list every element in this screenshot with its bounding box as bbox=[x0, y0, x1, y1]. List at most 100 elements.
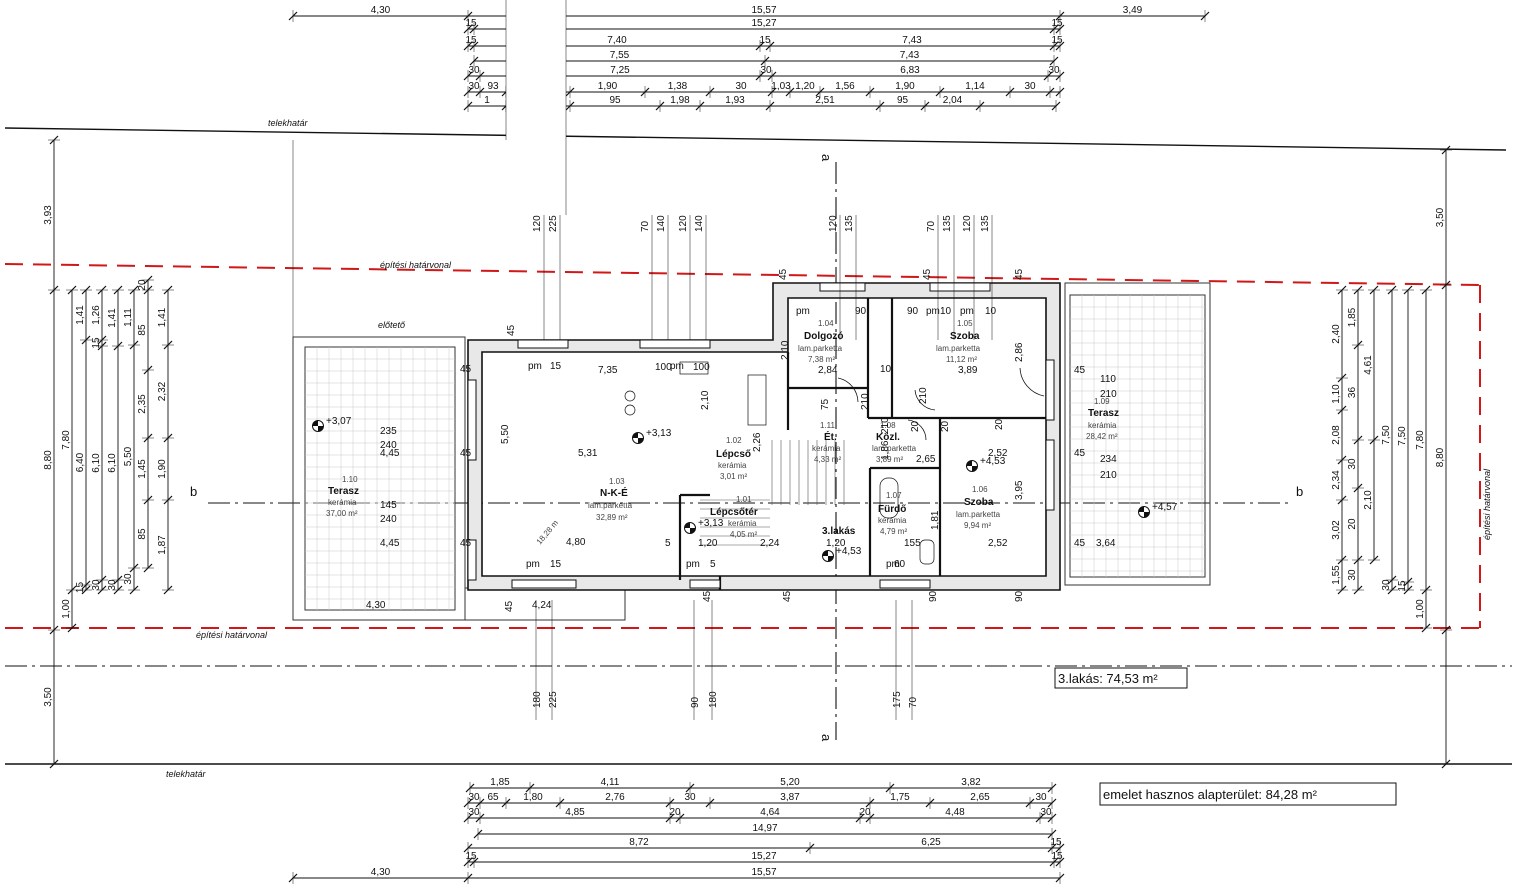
svg-text:28,42 m²: 28,42 m² bbox=[1086, 432, 1118, 441]
dim-label: 45 bbox=[702, 590, 713, 602]
dim-label: 5,50 bbox=[123, 446, 134, 466]
dim-label: 1,41 bbox=[157, 307, 168, 327]
dim-label: 45 bbox=[778, 268, 789, 280]
apartment-marker: 3.lakás bbox=[822, 526, 856, 537]
dim-label: 1,41 bbox=[75, 305, 86, 325]
dim-label: 110 bbox=[1100, 374, 1116, 385]
pm-label: pm bbox=[670, 361, 684, 372]
dim-label: 95 bbox=[897, 95, 909, 106]
dim-label: 4,30 bbox=[366, 600, 386, 611]
dim-label: 30 bbox=[468, 792, 480, 803]
dim-label: 30 bbox=[1048, 65, 1060, 76]
dim-label: 6,25 bbox=[921, 837, 941, 848]
svg-text:kerámia: kerámia bbox=[328, 498, 357, 507]
pm-label: pm bbox=[796, 306, 810, 317]
dim-label: 45 bbox=[504, 600, 515, 612]
svg-text:7,38 m²: 7,38 m² bbox=[808, 355, 835, 364]
dim-label: 3,02 bbox=[1331, 520, 1342, 540]
dim-label: 20 bbox=[940, 420, 951, 432]
dim-label: 5,20 bbox=[780, 777, 800, 788]
dim-label: 1,81 bbox=[930, 510, 941, 530]
dim-label: 3,64 bbox=[1096, 538, 1116, 549]
svg-text:Fürdő: Fürdő bbox=[878, 504, 906, 515]
dim-label: 7,50 bbox=[1397, 426, 1408, 446]
svg-text:4,33 m²: 4,33 m² bbox=[814, 455, 841, 464]
dim-label: 20 bbox=[1347, 518, 1358, 530]
dim-label: 15 bbox=[1051, 35, 1063, 46]
dim-label: 5,31 bbox=[578, 448, 598, 459]
room-et: 1.11 Ét. kerámia 4,33 m² bbox=[812, 421, 841, 464]
dim-label: 235 bbox=[380, 426, 397, 437]
dim-label: 1,87 bbox=[157, 535, 168, 555]
dim-label: 1,20 bbox=[795, 81, 815, 92]
section-a-bottom: a bbox=[819, 734, 834, 742]
level-mark-lepcsoter: +3,13 bbox=[684, 518, 724, 534]
dim-label: 15 bbox=[1051, 18, 1063, 29]
dim-label: 10 bbox=[985, 306, 997, 317]
dim-label: 2,52 bbox=[988, 448, 1008, 459]
svg-text:N-K-É: N-K-É bbox=[600, 486, 628, 499]
dim-label: 90 bbox=[907, 306, 919, 317]
canopy-label: előtető bbox=[378, 320, 406, 330]
level-value: +4,53 bbox=[836, 546, 862, 557]
dim-label: 30 bbox=[468, 81, 480, 92]
level-marks: +3,07+3,13+3,13+4,53+4,53+4,57 bbox=[312, 416, 1178, 562]
dim-label: 6,10 bbox=[107, 453, 118, 473]
dim-label: 1,90 bbox=[598, 81, 618, 92]
pm-label: pm bbox=[926, 306, 940, 317]
dim-label: 90 bbox=[1014, 590, 1025, 602]
dim-label: 30 bbox=[1347, 569, 1358, 581]
section-b-left: b bbox=[190, 484, 197, 499]
dim-label: 20 bbox=[910, 420, 921, 432]
svg-text:1.10: 1.10 bbox=[342, 475, 358, 484]
plot-boundary-bottom-label: telekhatár bbox=[166, 769, 207, 779]
dim-label: 36 bbox=[1347, 387, 1358, 399]
dim-label: 3,89 bbox=[958, 365, 978, 376]
dim-label: 225 bbox=[548, 215, 559, 232]
dim-label: 93 bbox=[487, 81, 499, 92]
dim-label: 120 bbox=[828, 215, 839, 232]
dim-label: 1,93 bbox=[725, 95, 745, 106]
dim-label: 45 bbox=[460, 364, 472, 375]
dim-label: 7,35 bbox=[598, 365, 618, 376]
dim-label: 90 bbox=[928, 590, 939, 602]
dim-label: 234 bbox=[1100, 454, 1117, 465]
room-szoba-2: 1.06 Szoba lam.parketta 9,94 m² bbox=[956, 485, 1001, 530]
dim-label: 65 bbox=[487, 792, 499, 803]
dim-label: 7,25 bbox=[610, 65, 630, 76]
dim-label: 1,03 bbox=[771, 81, 791, 92]
dim-label: 1,26 bbox=[91, 305, 102, 325]
fixtures bbox=[624, 361, 935, 565]
terrace-east bbox=[1064, 282, 1211, 586]
level-mark-terasz_e: +4,57 bbox=[1138, 502, 1178, 518]
pm-label: pm bbox=[528, 361, 542, 372]
dim-label: 2,40 bbox=[1331, 324, 1342, 344]
dim-label: 30 bbox=[760, 65, 772, 76]
dim-label: 1,20 bbox=[698, 538, 718, 549]
plot-boundary-top-label: telekhatár bbox=[268, 118, 309, 128]
dim-label: 70 bbox=[908, 696, 919, 708]
dim-label: 4,30 bbox=[371, 5, 391, 16]
dim-label: 3,87 bbox=[780, 792, 800, 803]
dim-label: 90 bbox=[690, 696, 701, 708]
level-value: +4,53 bbox=[980, 456, 1006, 467]
svg-text:Szoba: Szoba bbox=[950, 331, 980, 342]
dim-label: 3,95 bbox=[1014, 480, 1025, 500]
dim-label: 100 bbox=[655, 362, 672, 373]
svg-text:kerámia: kerámia bbox=[1088, 421, 1117, 430]
dim-label: 15 bbox=[75, 582, 86, 594]
blank-band bbox=[506, 0, 566, 215]
dim-label: 75 bbox=[820, 398, 831, 410]
dim-label: 180 bbox=[708, 691, 719, 708]
dim-right-outer: 3,508,80 bbox=[1435, 145, 1452, 769]
dim-label: 30 bbox=[1035, 792, 1047, 803]
dim-label: 8,72 bbox=[629, 837, 649, 848]
dim-right-1: 2,401,102,082,343,021,55 bbox=[1331, 285, 1348, 595]
